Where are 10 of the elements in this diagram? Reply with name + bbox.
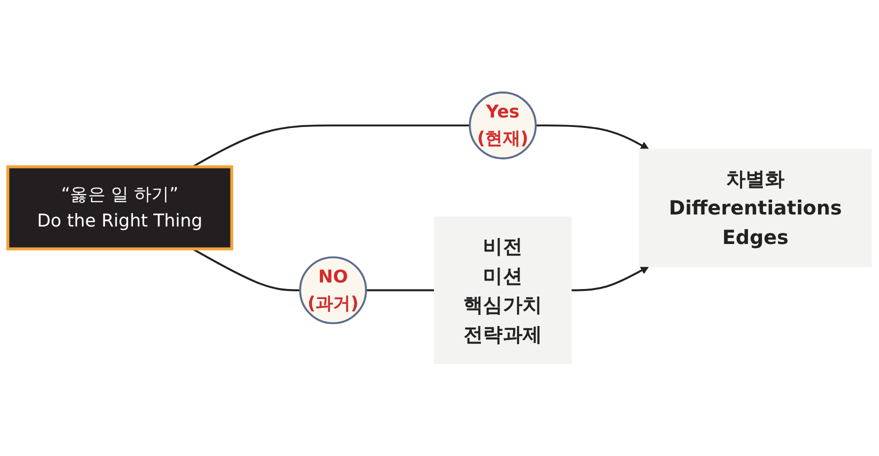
- connector: [192, 124, 470, 168]
- node-box: “옳은 일 하기” Do the Right Thing: [6, 165, 234, 250]
- connector: [192, 248, 300, 292]
- connector: [366, 289, 434, 292]
- node-circle: NO (과거): [299, 256, 367, 324]
- arrow: [571, 266, 650, 292]
- arrow: [536, 124, 650, 150]
- node-box: 비전 미션 핵심가치 전략과제: [434, 216, 572, 364]
- node-circle: Yes (현재): [468, 92, 537, 160]
- node-box: 차별화 Differentiations Edges: [639, 148, 872, 267]
